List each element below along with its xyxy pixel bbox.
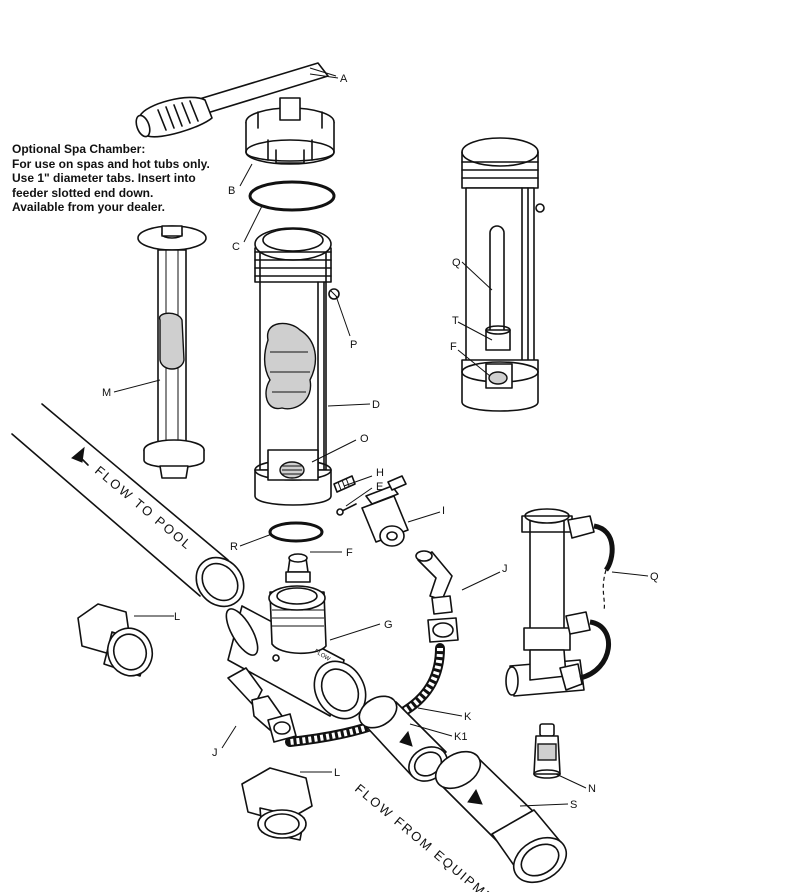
- part-g-tee: FLOW: [225, 585, 367, 720]
- part-j-elbow-left: [227, 667, 297, 743]
- label-i: I: [442, 505, 445, 517]
- note-line: Available from your dealer.: [12, 200, 165, 214]
- installed-feeder-top: [461, 137, 545, 412]
- label-p: P: [350, 339, 357, 351]
- installed-feeder-bottom: [505, 508, 615, 697]
- part-k-hose: [285, 643, 445, 747]
- label-a: A: [340, 73, 348, 85]
- part-l-adapter-top: [77, 603, 154, 677]
- part-r-oring: [268, 521, 324, 543]
- part-s-coupling: [434, 750, 568, 884]
- label-h: H: [376, 467, 384, 479]
- label-s: S: [570, 799, 577, 811]
- label-k1: K1: [454, 731, 467, 743]
- label-j-right: J: [502, 563, 508, 575]
- note-line: Use 1" diameter tabs. Insert into: [12, 171, 196, 185]
- label-t: T: [452, 315, 459, 327]
- pipe-flow-to-pool: FLOW TO POOL: [11, 403, 245, 608]
- part-n-bottle: [533, 723, 561, 779]
- part-m-spa-chamber: [137, 225, 207, 479]
- note-line: Optional Spa Chamber:: [12, 142, 146, 156]
- part-p-screw: [328, 288, 340, 300]
- label-b: B: [228, 185, 235, 197]
- label-f-top: F: [450, 341, 457, 353]
- leader-lines: [113, 73, 649, 807]
- part-i-valve: [361, 475, 409, 547]
- label-o: O: [360, 433, 369, 445]
- label-j-left: J: [212, 747, 218, 759]
- label-q-top: Q: [452, 257, 461, 269]
- label-f-bottom: F: [346, 547, 353, 559]
- part-f-fitting: [285, 553, 311, 583]
- label-m: M: [102, 387, 111, 399]
- spa-chamber-note: Optional Spa Chamber: For use on spas an…: [12, 142, 242, 215]
- label-e: E: [376, 481, 383, 493]
- label-l-top: L: [174, 611, 180, 623]
- label-g: G: [384, 619, 393, 631]
- part-c-oring: [248, 180, 336, 212]
- part-d-feeder-body: [254, 227, 332, 506]
- part-j-elbow-right: [415, 550, 459, 643]
- label-d: D: [372, 399, 380, 411]
- part-h-spring: [333, 475, 356, 493]
- label-r: R: [230, 541, 238, 553]
- label-c: C: [232, 241, 240, 253]
- label-q-bottom: Q: [650, 571, 659, 583]
- note-line: feeder slotted end down.: [12, 185, 154, 200]
- part-a-wrench: [135, 62, 337, 138]
- note-line: For use on spas and hot tubs only.: [12, 156, 210, 171]
- label-n: N: [588, 783, 596, 795]
- label-l-bottom: L: [334, 767, 340, 779]
- part-l-adapter-bottom: [241, 767, 313, 841]
- part-b-cap: [245, 97, 335, 165]
- part-labels: A B C D E F F G H I J J K K1 L L M N O P…: [102, 73, 659, 811]
- label-k: K: [464, 711, 472, 723]
- part-e-screw: [336, 503, 357, 516]
